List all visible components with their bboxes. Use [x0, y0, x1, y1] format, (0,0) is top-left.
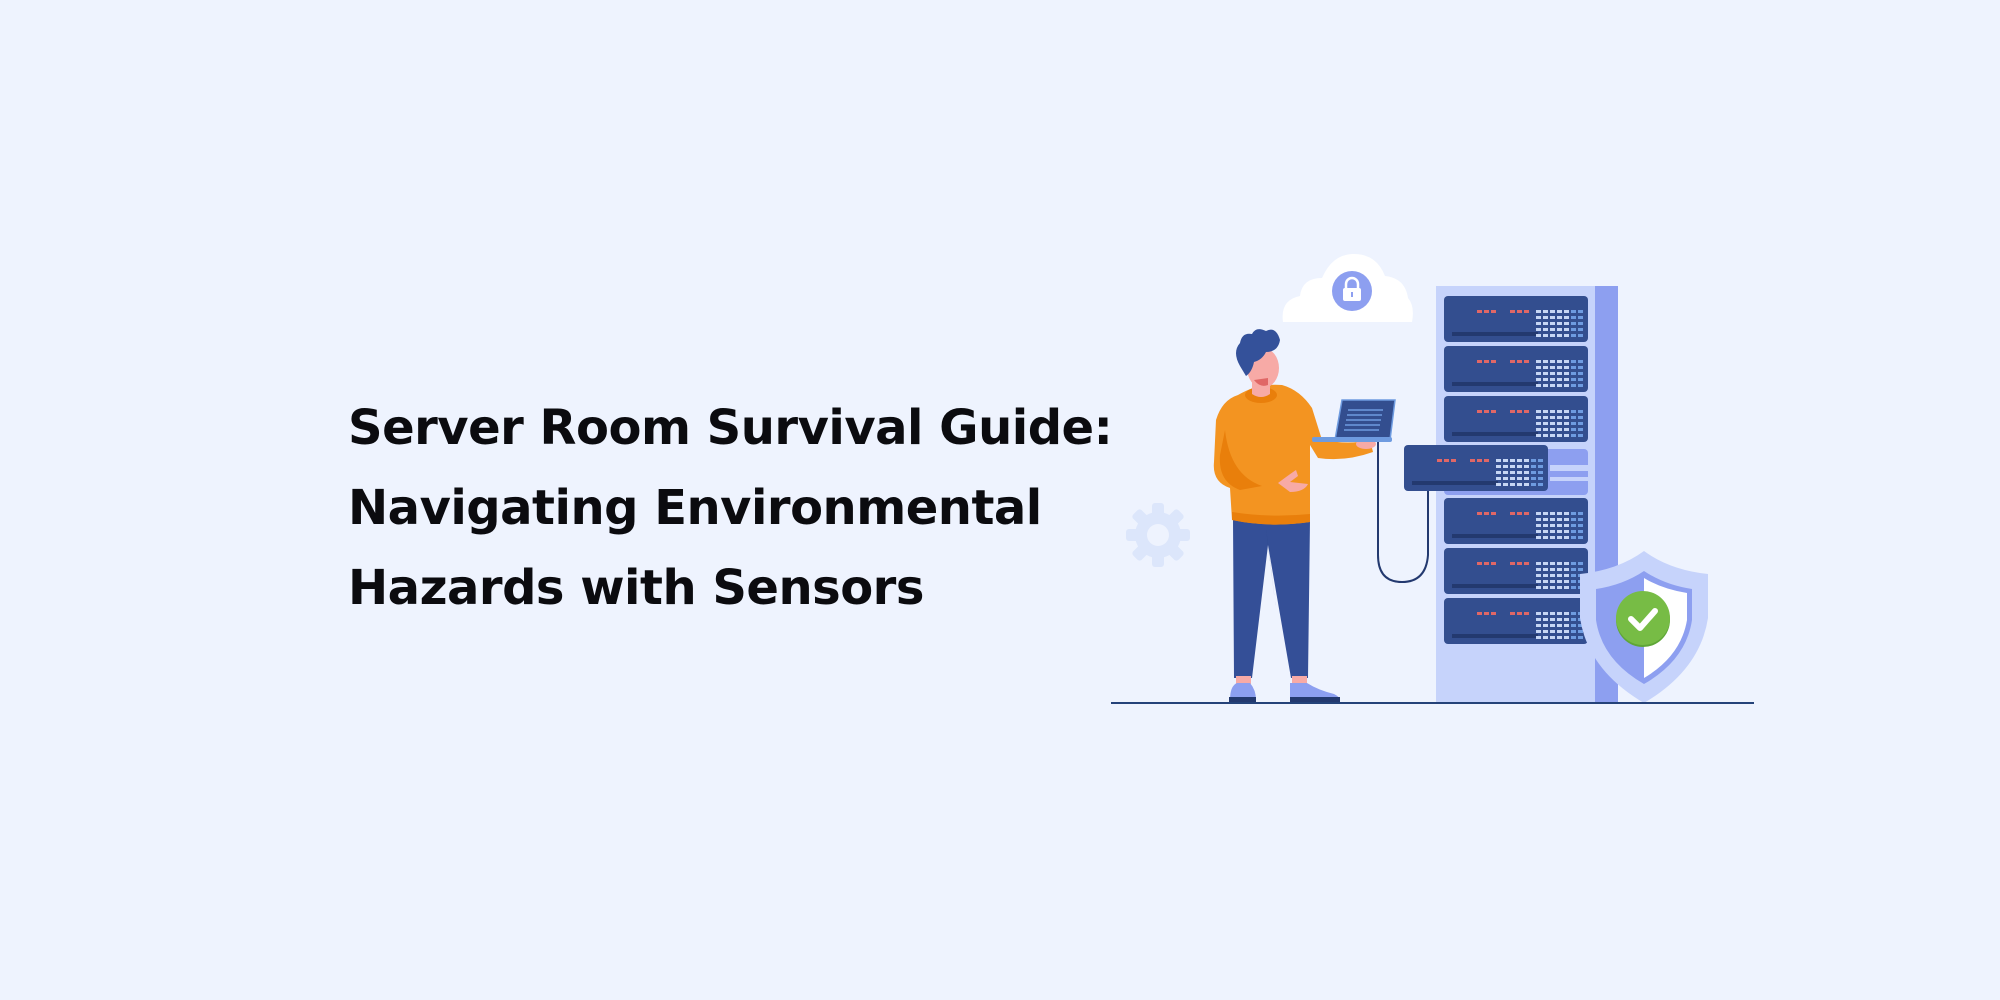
page-title: Server Room Survival Guide: Navigating E… [348, 388, 1113, 628]
security-shield-check-icon [1580, 551, 1708, 703]
gear-icon [1126, 503, 1190, 567]
person-holding-laptop [1213, 329, 1396, 702]
network-cable [1377, 439, 1429, 584]
cloud-lock-icon [1282, 253, 1413, 322]
title-line-1: Server Room Survival Guide: [348, 400, 1113, 456]
ground-line [1111, 702, 1754, 704]
pulled-out-server-unit [1404, 445, 1548, 491]
title-line-3: Hazards with Sensors [348, 560, 924, 616]
title-line-2: Navigating Environmental [348, 480, 1042, 536]
